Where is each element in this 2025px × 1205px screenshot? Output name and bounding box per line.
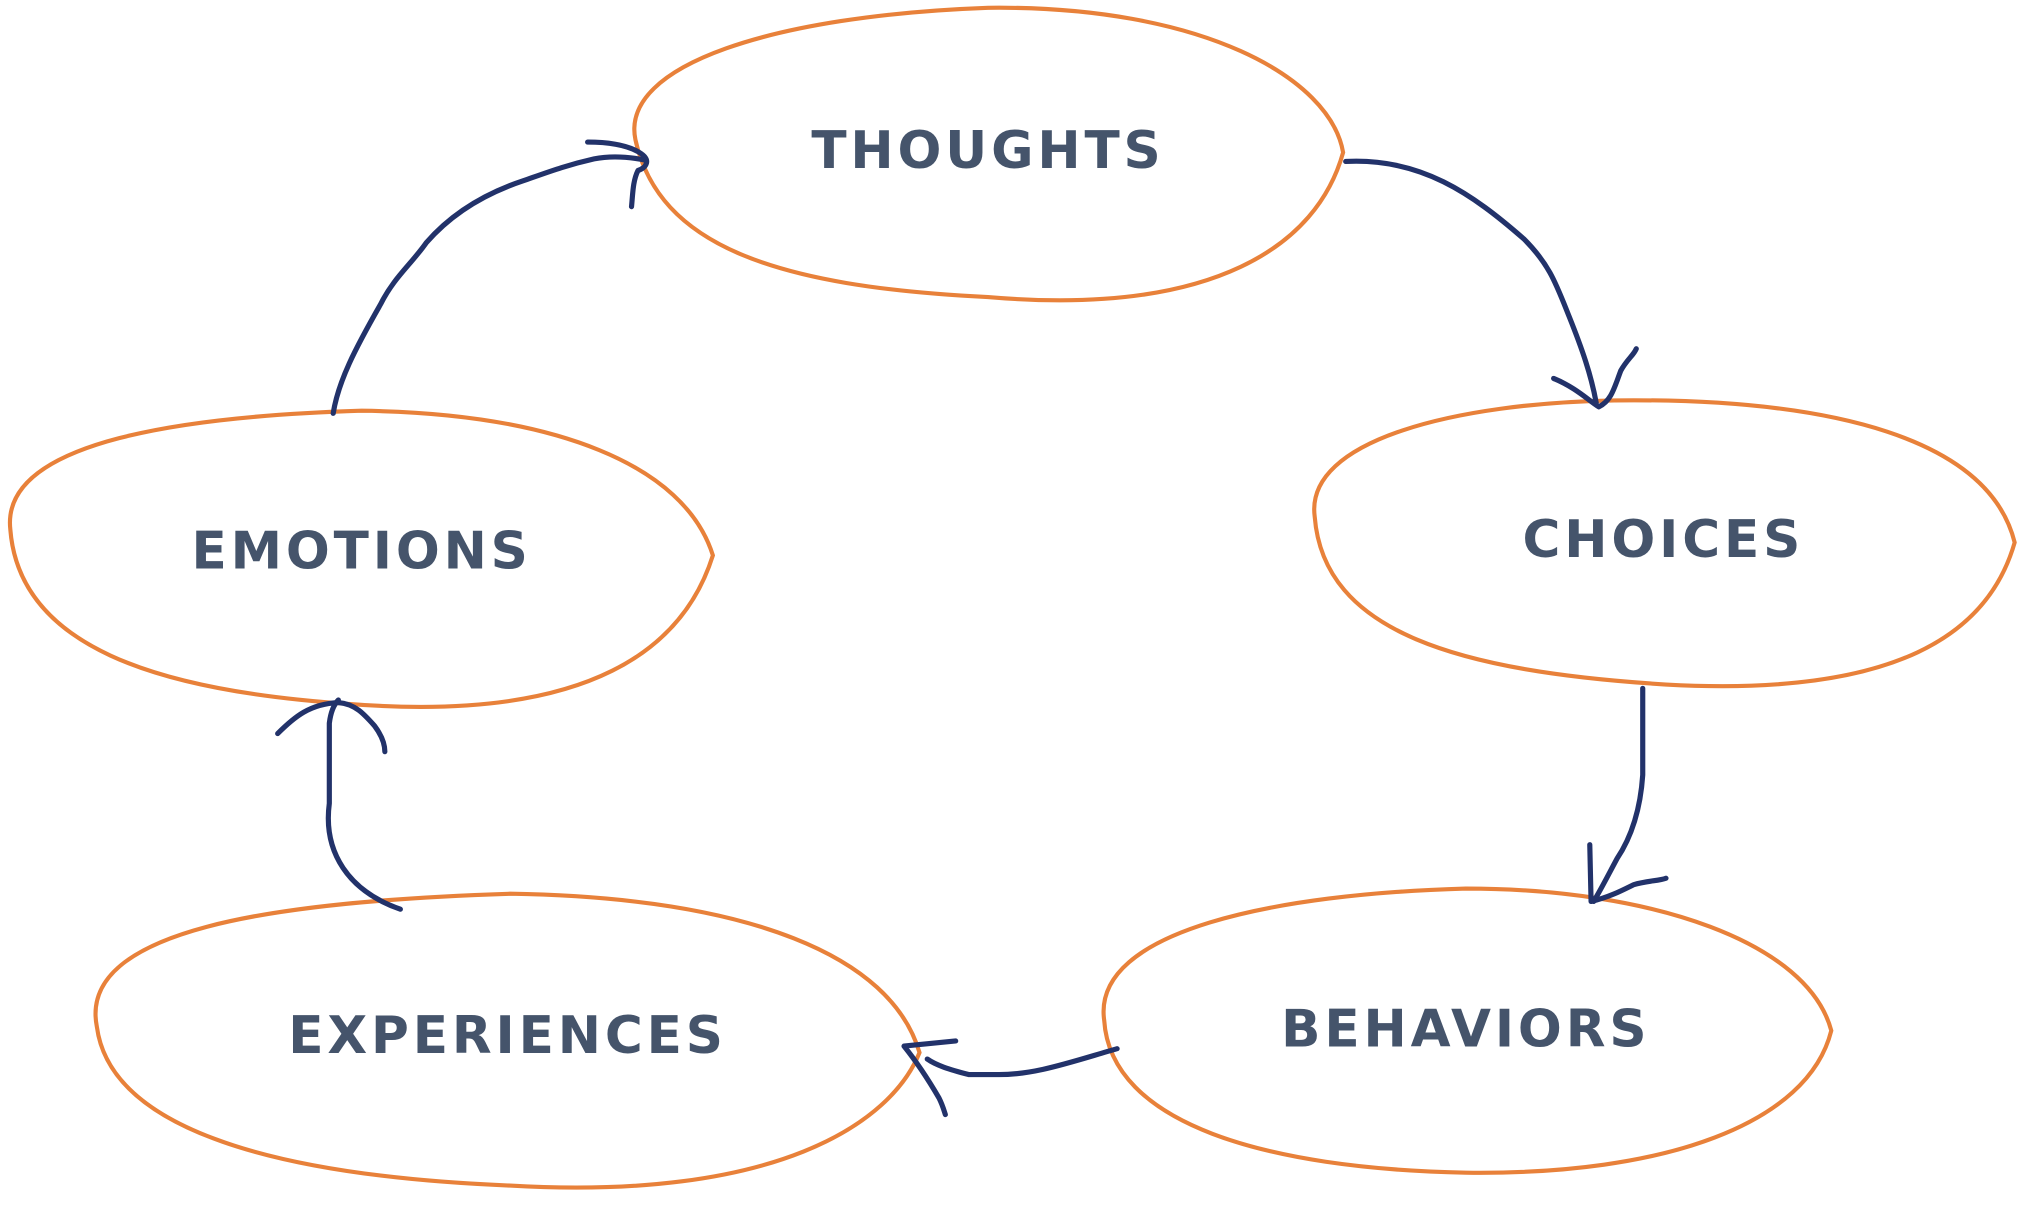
- arrow-thoughts-to-choices: [1343, 158, 1639, 410]
- arrowhead-icon: [275, 700, 388, 755]
- node-behaviors: BEHAVIORS: [1101, 886, 1834, 1175]
- node-experiences-outline: [93, 891, 922, 1190]
- node-emotions-label: EMOTIONS: [191, 521, 531, 581]
- node-choices-label: CHOICES: [1523, 510, 1805, 570]
- node-thoughts-outline: [632, 5, 1346, 303]
- node-behaviors-label: BEHAVIORS: [1281, 999, 1650, 1059]
- node-emotions: EMOTIONS: [8, 408, 716, 709]
- arrowhead-icon: [901, 1038, 959, 1118]
- arrow-choices-to-behaviors: [1587, 685, 1669, 905]
- node-experiences: EXPERIENCES: [93, 891, 922, 1190]
- arrowhead-icon: [585, 139, 650, 210]
- arrow-emotions-to-thoughts: [330, 139, 650, 416]
- node-emotions-outline: [8, 408, 716, 709]
- node-choices: CHOICES: [1312, 398, 2017, 689]
- node-thoughts-label: THOUGHTS: [811, 121, 1164, 181]
- arrowhead-icon: [1587, 842, 1669, 905]
- arrow-behaviors-to-experiences: [901, 1038, 1120, 1118]
- node-experiences-label: EXPERIENCES: [288, 1006, 727, 1066]
- arrowhead-icon: [1551, 346, 1639, 410]
- node-thoughts: THOUGHTS: [632, 5, 1346, 303]
- node-choices-outline: [1312, 398, 2017, 689]
- arrow-experiences-to-emotions: [275, 697, 403, 912]
- node-behaviors-outline: [1101, 886, 1834, 1175]
